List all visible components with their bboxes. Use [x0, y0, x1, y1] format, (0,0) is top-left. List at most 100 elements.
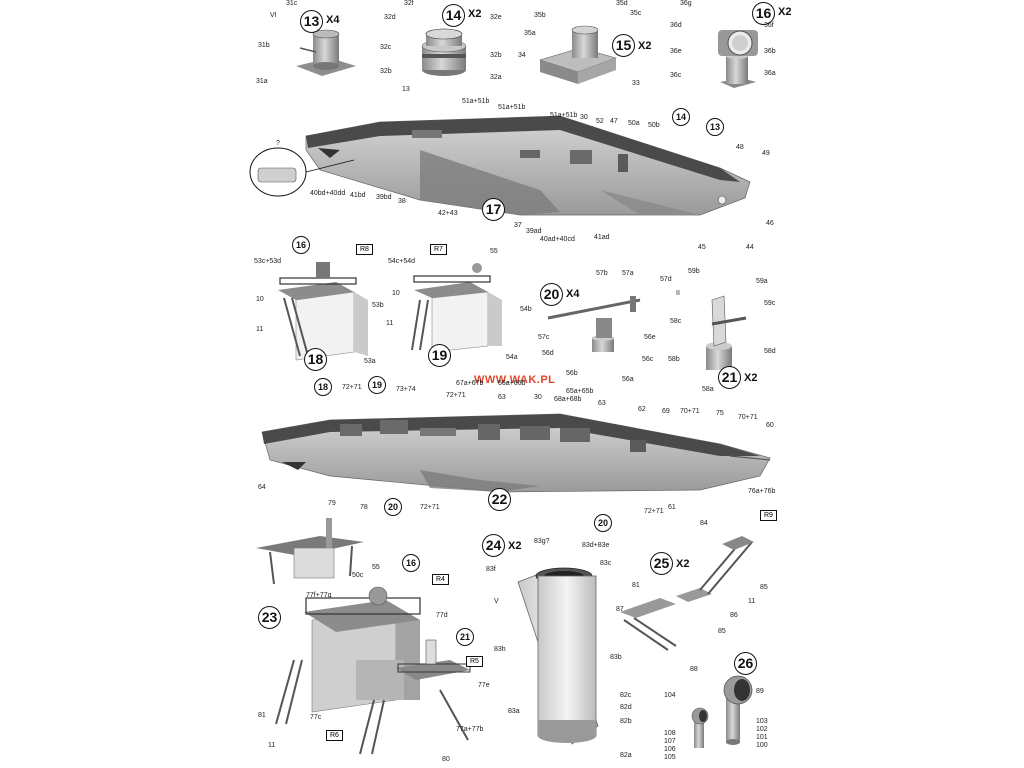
label-83a: 83a: [508, 708, 520, 715]
label-55-b: 55: [372, 564, 380, 571]
label-54b: 54b: [520, 306, 532, 313]
label-39bd: 39bd: [376, 194, 392, 201]
label-13-ship: 13: [402, 86, 410, 93]
label-50a: 50a: [628, 120, 640, 127]
label-65a-65b: 65a+65b: [566, 388, 594, 395]
ref-box-r6: R6: [326, 730, 343, 741]
label-57c: 57c: [538, 334, 550, 341]
ref-box-r9: R9: [760, 510, 777, 521]
label-32b-left: 32b: [380, 68, 392, 75]
step-16-multiplier: X2: [778, 6, 792, 18]
label-81-bridge: 81: [258, 712, 266, 719]
step-19-circle: 19: [428, 344, 451, 367]
label-36b: 36b: [764, 48, 776, 55]
label-59b: 59b: [688, 268, 700, 275]
label-36c: 36c: [670, 72, 682, 79]
step-16-circle: 16: [752, 2, 775, 25]
label-60: 60: [766, 422, 774, 429]
part-15-drawing: [538, 25, 617, 84]
label-50b: 50b: [648, 122, 660, 129]
label-35b: 35b: [534, 12, 546, 19]
label-58c: 58c: [670, 318, 682, 325]
label-31b: 31b: [258, 42, 270, 49]
label-11-a: 11: [256, 326, 264, 333]
step-16-ref-circle: 16: [292, 236, 310, 254]
label-89: 89: [756, 688, 764, 695]
step-18-circle: 18: [304, 348, 327, 371]
label-11-ladder: 11: [748, 598, 756, 605]
label-56c: 56c: [642, 356, 654, 363]
label-42-43: 42+43: [438, 210, 458, 217]
label-62: 62: [638, 406, 646, 413]
label-82a: 82a: [620, 752, 632, 759]
label-10-b: 10: [392, 290, 400, 297]
label-52: 52: [596, 118, 604, 125]
label-49: 49: [762, 150, 770, 157]
label-35a: 35a: [524, 30, 536, 37]
step-21-multiplier: X2: [744, 372, 758, 384]
watermark: WWW.WAK.PL: [474, 374, 556, 386]
step-20-multiplier: X4: [566, 288, 580, 300]
label-59c: 59c: [764, 300, 776, 307]
step-21-circle: 21: [718, 366, 741, 389]
label-58a: 58a: [702, 386, 714, 393]
step-25-multiplier: X2: [676, 558, 690, 570]
label-83c: 83c: [600, 560, 612, 567]
label-83g: 83g?: [534, 538, 550, 545]
ref-box-r4: R4: [432, 574, 449, 585]
label-83d-83e: 83d+83e: [582, 542, 610, 549]
label-10-a: 10: [256, 296, 264, 303]
label-VI: VI: [270, 12, 277, 19]
label-77c: 77c: [310, 714, 322, 721]
label-54a: 54a: [506, 354, 518, 361]
part-23-drawing: [256, 518, 471, 755]
step-20-ref-circle-b: 20: [594, 514, 612, 532]
label-83h: 83h: [494, 646, 506, 653]
part-13-drawing: [296, 29, 356, 76]
label-108: 108: [664, 730, 676, 737]
label-45: 45: [698, 244, 706, 251]
label-53a: 53a: [364, 358, 376, 365]
label-50c: 50c: [352, 572, 364, 579]
label-83f: 83f: [486, 566, 496, 573]
label-30-b: 30: [534, 394, 542, 401]
step-23-circle: 23: [258, 606, 281, 629]
label-100: 100: [756, 742, 768, 749]
step-22-circle: 22: [488, 488, 511, 511]
part-24-drawing: [517, 567, 599, 745]
label-57d: 57d: [660, 276, 672, 283]
part-18-drawing: [278, 262, 368, 361]
label-69: 69: [662, 408, 670, 415]
label-34: 34: [518, 52, 526, 59]
label-31c: 31c: [286, 0, 298, 7]
ref-box-r7: R7: [430, 244, 447, 255]
label-72-71-b: 72+71: [446, 392, 466, 399]
label-32a: 32a: [490, 74, 502, 81]
label-59a: 59a: [756, 278, 768, 285]
label-82b: 82b: [620, 718, 632, 725]
ship-lower-drawing: [261, 413, 771, 493]
label-V: V: [494, 598, 499, 605]
part-26-drawing: [691, 675, 753, 748]
step-14-ref-circle: 14: [672, 108, 690, 126]
label-39ad: 39ad: [526, 228, 542, 235]
label-question: ?: [276, 140, 280, 147]
label-35d: 35d: [616, 0, 628, 7]
step-24-multiplier: X2: [508, 540, 522, 552]
label-68a-68b: 68a+68b: [554, 396, 582, 403]
label-63-a: 63: [498, 394, 506, 401]
label-53b: 53b: [372, 302, 384, 309]
detail-callout-drawing: [249, 147, 355, 197]
part-16-drawing: [718, 30, 758, 88]
label-35c: 35c: [630, 10, 642, 17]
label-58d: 58d: [764, 348, 776, 355]
label-51a-51b-3: 51a+51b: [550, 112, 578, 119]
label-82c: 82c: [620, 692, 632, 699]
step-17-circle: 17: [482, 198, 505, 221]
label-48: 48: [736, 144, 744, 151]
label-105: 105: [664, 754, 676, 761]
label-36f: 36f: [764, 22, 774, 29]
label-56a: 56a: [622, 376, 634, 383]
